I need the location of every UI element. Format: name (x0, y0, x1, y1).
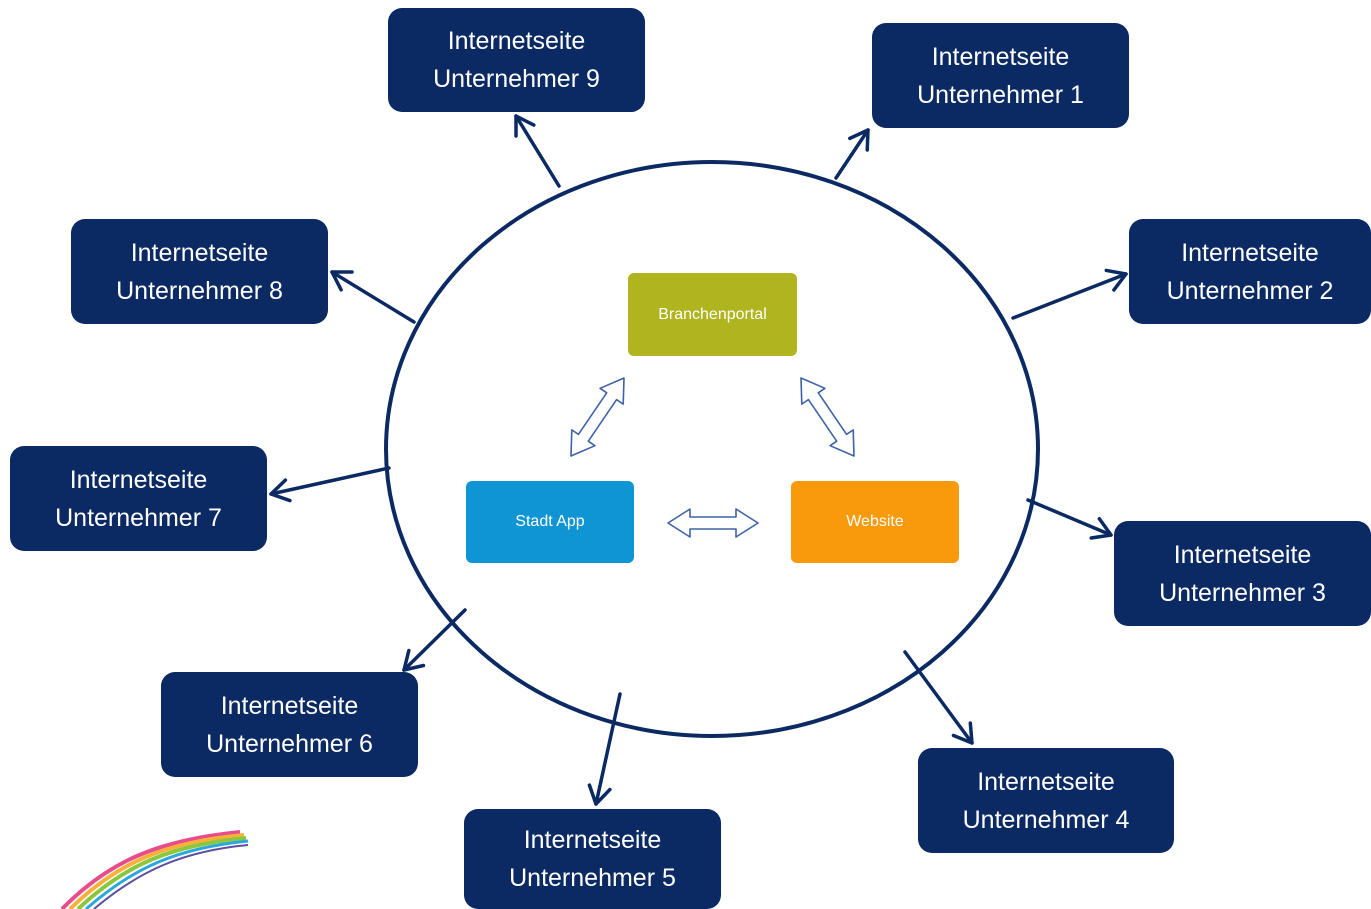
arrowhead-icon (1104, 268, 1128, 292)
spoke-arrow-6 (402, 608, 467, 672)
spoke-arrow-5 (587, 692, 622, 806)
node-line2: Unternehmer 7 (55, 503, 222, 532)
node-unternehmer-2[interactable]: Internetseite Unternehmer 2 (1129, 219, 1371, 324)
node-line1: Internetseite (69, 465, 208, 494)
node-line1: Internetseite (931, 42, 1070, 71)
spoke-arrow-9 (514, 114, 561, 188)
logo-swoosh (60, 830, 249, 909)
node-line1: Internetseite (977, 767, 1115, 796)
node-unternehmer-4[interactable]: Internetseite Unternehmer 4 (918, 748, 1174, 853)
spoke-arrow-7 (269, 466, 391, 503)
spoke-arrow-3 (1026, 498, 1113, 540)
node-line2: Unternehmer 4 (962, 805, 1130, 834)
arrowhead-icon (951, 721, 974, 745)
node-line2: Unternehmer 3 (1159, 578, 1326, 607)
node-unternehmer-9[interactable]: Internetseite Unternehmer 9 (388, 8, 645, 112)
node-line1: Internetseite (1173, 540, 1312, 569)
arrowhead-icon (402, 648, 426, 672)
node-unternehmer-7[interactable]: Internetseite Unternehmer 7 (10, 446, 267, 551)
node-line2: Unternehmer 9 (433, 65, 600, 93)
spoke-arrow-2 (1011, 268, 1128, 320)
portal-ring (384, 160, 1040, 738)
node-unternehmer-3[interactable]: Internetseite Unternehmer 3 (1114, 521, 1371, 626)
double-arrow-portal-website (800, 377, 855, 457)
node-unternehmer-5[interactable]: Internetseite Unternehmer 5 (464, 809, 721, 909)
arrowhead-icon (269, 478, 292, 503)
node-unternehmer-1[interactable]: Internetseite Unternehmer 1 (872, 23, 1129, 128)
node-unternehmer-8[interactable]: Internetseite Unternehmer 8 (71, 219, 328, 324)
node-line1: Internetseite (130, 238, 269, 267)
stadt-app-box[interactable]: Stadt App (466, 481, 634, 563)
branchenportal-box[interactable]: Branchenportal (628, 273, 797, 356)
double-arrow-portal-app (570, 377, 625, 457)
spoke-arrow-1 (834, 128, 870, 180)
arrowhead-icon (848, 128, 870, 152)
arrowhead-icon (587, 783, 612, 806)
node-line2: Unternehmer 1 (917, 80, 1084, 109)
node-line2: Unternehmer 6 (206, 729, 373, 758)
node-unternehmer-6[interactable]: Internetseite Unternehmer 6 (161, 672, 418, 777)
arrowhead-icon (514, 114, 536, 138)
node-line1: Internetseite (220, 691, 359, 720)
double-arrow-app-website (667, 508, 759, 538)
node-line2: Unternehmer 5 (509, 864, 676, 892)
arrowhead-icon (330, 270, 354, 292)
node-line1: Internetseite (447, 27, 586, 55)
website-box[interactable]: Website (791, 481, 959, 563)
node-line2: Unternehmer 8 (116, 276, 283, 305)
node-line2: Unternehmer 2 (1166, 276, 1334, 305)
double-arrows (570, 377, 855, 538)
spoke-arrow-8 (330, 270, 416, 324)
spoke-arrows (269, 114, 1128, 806)
node-line1: Internetseite (1181, 238, 1319, 267)
node-line1: Internetseite (523, 826, 662, 854)
spoke-arrow-4 (903, 650, 974, 745)
arrowhead-icon (1089, 516, 1113, 540)
